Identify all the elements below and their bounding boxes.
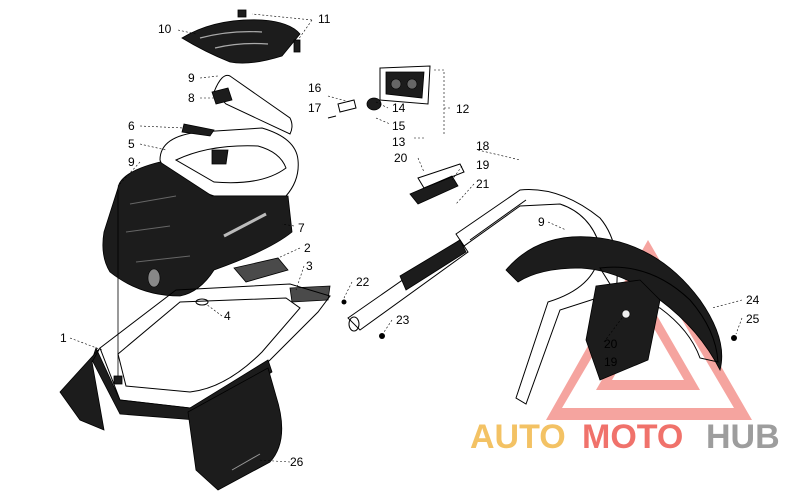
watermark-hub: HUB xyxy=(706,418,780,456)
mud-flap xyxy=(187,367,283,491)
callout-9-right: 9 xyxy=(538,215,545,229)
callout-26: 26 xyxy=(290,455,304,469)
taillight-assembly xyxy=(337,65,431,113)
callout-5: 5 xyxy=(128,137,135,151)
callout-19-bottom: 19 xyxy=(604,355,618,369)
callout-2: 2 xyxy=(304,241,311,255)
callout-17: 17 xyxy=(308,101,322,115)
seat-top-cover xyxy=(181,19,301,64)
fastener-11b xyxy=(293,39,301,53)
washer-4 xyxy=(195,298,209,306)
bulb-socket xyxy=(366,97,382,111)
leader-lines xyxy=(69,13,743,463)
callout-20-bottom: 20 xyxy=(604,337,618,351)
callout-16: 16 xyxy=(308,81,322,95)
callout-24: 24 xyxy=(746,293,760,307)
callout-8: 8 xyxy=(188,91,195,105)
bolt-9-left xyxy=(113,375,123,385)
callout-7: 7 xyxy=(298,221,305,235)
shaft xyxy=(341,239,469,339)
callout-22: 22 xyxy=(356,275,370,289)
callout-3: 3 xyxy=(306,259,313,273)
callout-1: 1 xyxy=(60,331,67,345)
callout-21: 21 xyxy=(476,177,490,191)
callout-14: 14 xyxy=(392,101,406,115)
mount-plate-19 xyxy=(409,163,465,205)
rear-guard xyxy=(505,236,737,381)
lens-16 xyxy=(337,99,357,113)
watermark-text: AUTO MOTO HUB xyxy=(470,418,780,456)
callout-12: 12 xyxy=(456,102,470,116)
callout-6: 6 xyxy=(128,119,135,133)
side-rails xyxy=(233,257,331,303)
tail-body xyxy=(102,161,293,297)
fastener-11a xyxy=(237,9,247,18)
callout-11: 11 xyxy=(318,12,331,26)
lower-tray xyxy=(59,283,331,431)
callout-labels: 10 11 9 8 6 5 9 7 2 3 4 1 26 12 16 17 14… xyxy=(60,12,760,469)
callout-9-top: 9 xyxy=(188,71,195,85)
callout-4: 4 xyxy=(224,309,231,323)
callout-23: 23 xyxy=(396,313,410,327)
callout-18: 18 xyxy=(476,139,490,153)
callout-20-top: 20 xyxy=(394,151,408,165)
callout-25: 25 xyxy=(746,312,760,326)
callout-9-left: 9 xyxy=(128,155,135,169)
rear-bracket xyxy=(211,74,293,135)
watermark-auto: AUTO xyxy=(470,418,566,456)
callout-13: 13 xyxy=(392,135,406,149)
watermark-moto: MOTO xyxy=(582,418,683,456)
callout-19-top: 19 xyxy=(476,158,490,172)
frame-handle xyxy=(455,189,618,405)
callout-10: 10 xyxy=(158,22,172,36)
callout-15: 15 xyxy=(392,119,406,133)
